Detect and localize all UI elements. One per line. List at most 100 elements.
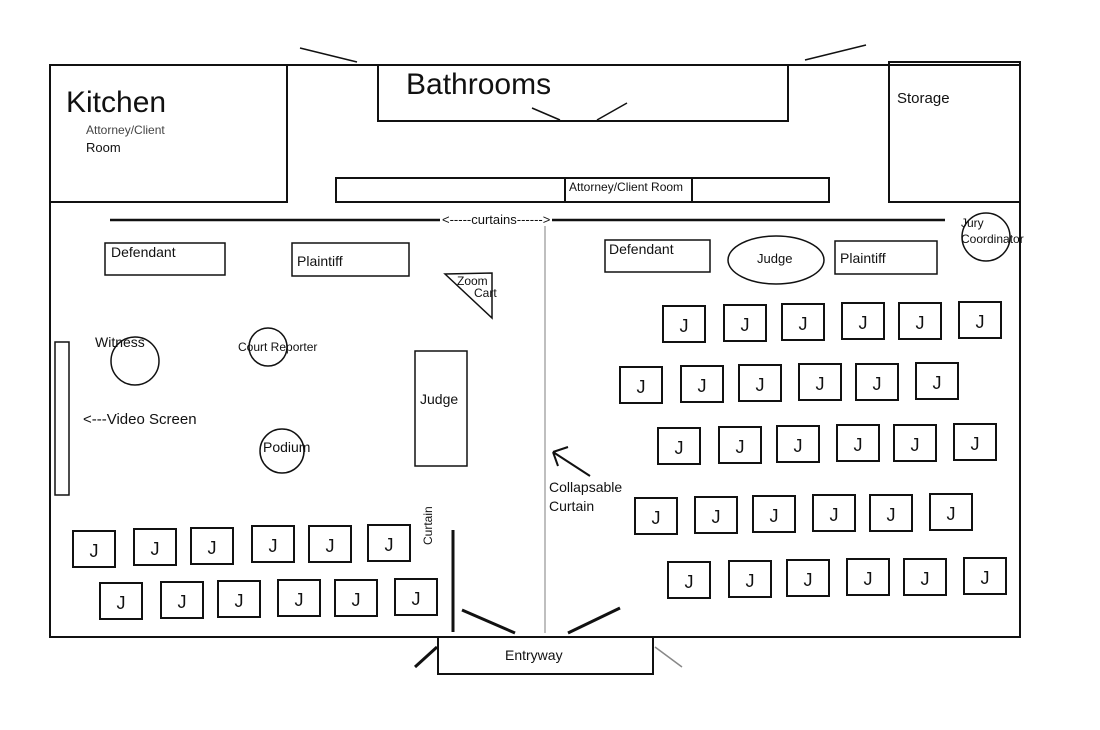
jury-seat: J	[160, 581, 204, 619]
jury-coordinator-label-2: Coordinator	[961, 232, 1024, 246]
left-plaintiff-table	[291, 242, 410, 277]
right-judge-bench	[727, 235, 825, 285]
bathrooms-room	[377, 64, 789, 122]
jury-seat-label: J	[975, 312, 985, 332]
jury-seat: J	[662, 305, 706, 343]
jury-seat: J	[190, 527, 234, 565]
jury-seat-label: J	[946, 504, 956, 524]
jury-seat: J	[812, 494, 856, 532]
jury-seat: J	[836, 424, 880, 462]
jury-seat: J	[855, 363, 899, 401]
podium-label: Podium	[263, 439, 311, 455]
jury-seat-label: J	[920, 569, 930, 589]
jury-seat: J	[898, 302, 942, 340]
jury-seat-label: J	[325, 536, 335, 556]
jury-seat-label: J	[711, 507, 721, 527]
jury-seat: J	[680, 365, 724, 403]
jury-seat-label: J	[915, 313, 925, 333]
jury-seat: J	[133, 528, 177, 566]
arrow-icon	[552, 446, 591, 477]
jury-seat: J	[929, 493, 973, 531]
right-judge-label: Judge	[757, 251, 793, 266]
left-defendant-table	[104, 242, 226, 276]
jury-seat: J	[72, 530, 116, 568]
storage-room	[888, 61, 1021, 203]
jury-seat-label: J	[815, 374, 825, 394]
left-judge-label: Judge	[420, 391, 459, 407]
jury-seat-label: J	[177, 592, 187, 612]
jury-seat: J	[958, 301, 1002, 339]
jury-seat-label: J	[872, 374, 882, 394]
jury-seat: J	[738, 364, 782, 402]
curtains-label: <-----curtains------>	[440, 212, 553, 227]
collapsable-label-1: Collapsable	[549, 479, 623, 495]
attorney-client-room-box	[564, 177, 693, 203]
curtain-vertical-label: Curtain	[421, 506, 435, 545]
jury-seat: J	[963, 557, 1007, 595]
jury-seat: J	[334, 579, 378, 617]
jury-seat-label: J	[684, 572, 694, 592]
left-judge-bench	[414, 350, 468, 467]
jury-seat: J	[634, 497, 678, 535]
right-defendant-table	[604, 239, 711, 273]
court-reporter-station	[248, 327, 288, 367]
bathrooms-label: Bathrooms	[406, 68, 552, 101]
kitchen-sub-label-2: Room	[86, 140, 121, 155]
entryway-label: Entryway	[505, 647, 563, 663]
jury-seat-label: J	[735, 437, 745, 457]
witness-stand	[110, 336, 160, 386]
jury-seat-label: J	[769, 506, 779, 526]
jury-seat-label: J	[697, 376, 707, 396]
jury-seat-label: J	[679, 316, 689, 336]
left-plaintiff-label: Plaintiff	[297, 253, 343, 269]
jury-seat: J	[723, 304, 767, 342]
jury-coordinator-label-1: Jury	[961, 216, 984, 230]
jury-seat: J	[367, 524, 411, 562]
jury-seat-label: J	[910, 435, 920, 455]
jury-seat: J	[99, 582, 143, 620]
jury-seat-label: J	[863, 569, 873, 589]
entryway	[437, 636, 654, 675]
kitchen-room	[49, 64, 288, 203]
jury-seat: J	[394, 578, 438, 616]
jury-seat-label: J	[294, 590, 304, 610]
zoom-cart-label-2: Cart	[474, 286, 497, 300]
jury-seat: J	[893, 424, 937, 462]
jury-seat: J	[277, 579, 321, 617]
jury-seat: J	[841, 302, 885, 340]
kitchen-label: Kitchen	[66, 86, 167, 119]
jury-seat-label: J	[651, 508, 661, 528]
jury-seat-label: J	[980, 568, 990, 588]
jury-seat-label: J	[803, 570, 813, 590]
podium	[259, 428, 305, 474]
left-defendant-label: Defendant	[111, 244, 176, 260]
jury-seat-label: J	[116, 593, 126, 613]
jury-seat: J	[846, 558, 890, 596]
jury-seat-label: J	[886, 505, 896, 525]
jury-seat: J	[657, 427, 701, 465]
jury-seat: J	[903, 558, 947, 596]
attorney-client-room-label: Attorney/Client Room	[569, 180, 684, 194]
court-reporter-label: Court Reporter	[238, 340, 318, 354]
jury-seat-label: J	[411, 589, 421, 609]
jury-seat: J	[776, 425, 820, 463]
jury-seat-label: J	[793, 436, 803, 456]
jury-seat: J	[619, 366, 663, 404]
jury-seat-label: J	[798, 314, 808, 334]
jury-seat: J	[694, 496, 738, 534]
jury-seat-label: J	[89, 541, 99, 561]
jury-seat: J	[308, 525, 352, 563]
witness-label: Witness	[95, 334, 145, 350]
jury-seat-label: J	[207, 538, 217, 558]
jury-seat: J	[718, 426, 762, 464]
kitchen-sub-label-1: Attorney/Client	[86, 123, 165, 137]
jury-seat: J	[251, 525, 295, 563]
jury-seat-label: J	[674, 438, 684, 458]
jury-seat-label: J	[636, 377, 646, 397]
jury-coordinator-station	[961, 212, 1011, 262]
jury-seat: J	[953, 423, 997, 461]
jury-seat-label: J	[234, 591, 244, 611]
right-plaintiff-table	[834, 240, 938, 275]
zoom-cart	[443, 272, 493, 320]
